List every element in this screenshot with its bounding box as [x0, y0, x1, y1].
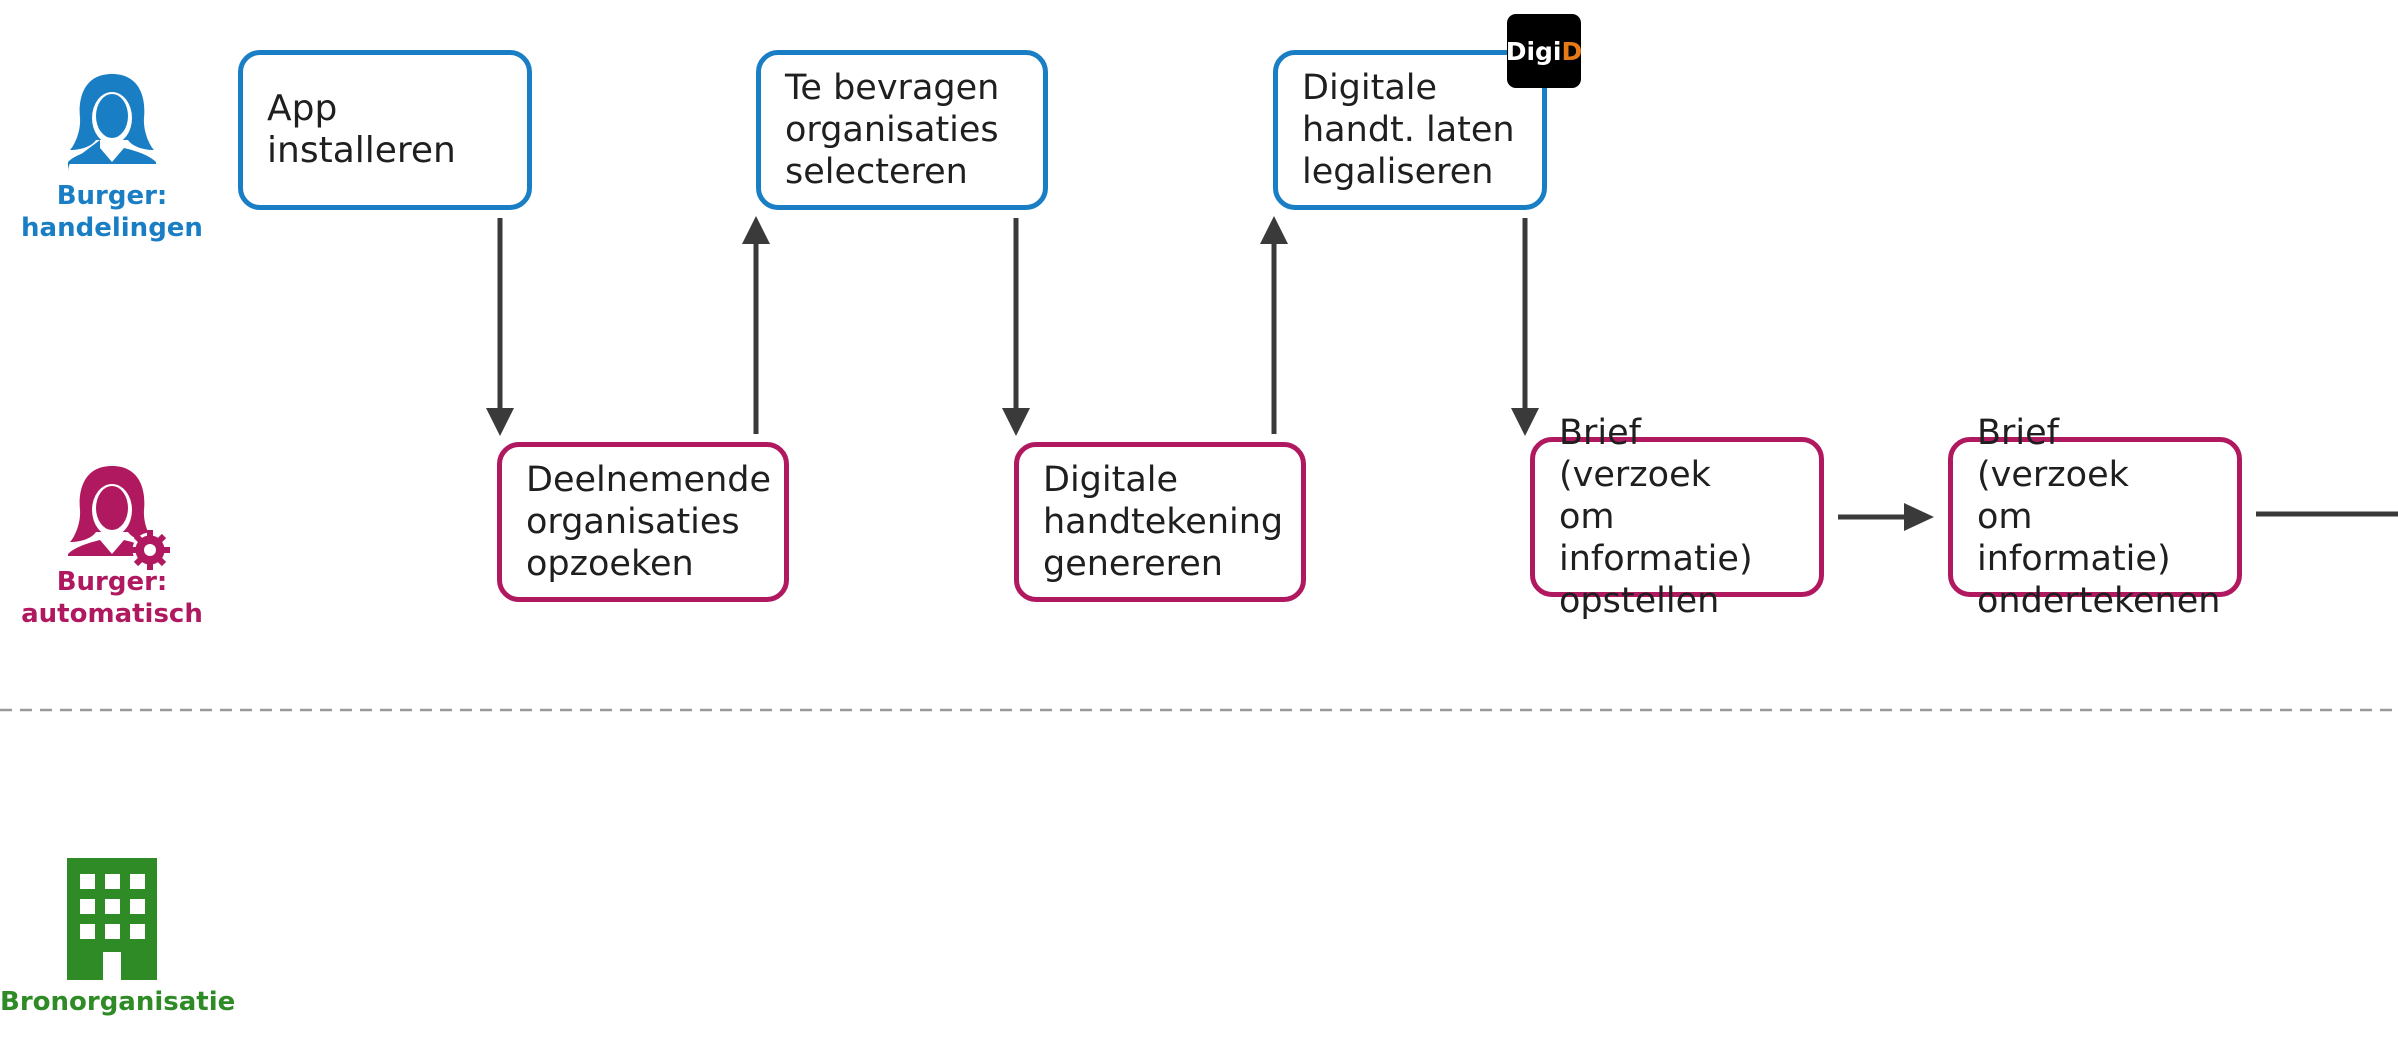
person-gear-icon: [68, 466, 170, 570]
step-organisaties-opzoeken: Deelnemende organisaties opzoeken: [497, 442, 789, 602]
step-bevragen-selecteren: Te bevragen organisaties selecteren: [756, 50, 1048, 210]
arrowhead-up: [742, 216, 770, 244]
arrowhead-down: [1002, 408, 1030, 436]
step-brief-ondertekenen: Brief (verzoek om informatie) onderteken…: [1948, 413, 2242, 621]
lane-label-burger-handelingen: Burger: handelingen: [21, 181, 203, 243]
step-app-installeren: App installeren: [238, 50, 532, 210]
digid-text-1: Digi: [1505, 36, 1562, 66]
arrowhead-up: [1260, 216, 1288, 244]
lane-label-burger-automatisch: Burger: automatisch: [21, 567, 203, 629]
step-handtekening-legaliseren: Digitale handt. laten legaliseren: [1273, 50, 1547, 210]
arrowhead-down: [1511, 408, 1539, 436]
digid-text-2: D: [1561, 36, 1583, 66]
arrowhead-down: [486, 408, 514, 436]
arrowhead-right: [1904, 503, 1934, 531]
step-handtekening-genereren: Digitale handtekening genereren: [1014, 442, 1306, 602]
building-icon: [67, 858, 157, 980]
step-brief-opstellen: Brief (verzoek om informatie) opstellen: [1530, 413, 1824, 621]
person-icon: [68, 74, 156, 172]
lane-label-bronorganisatie: Bronorganisatie: [0, 987, 236, 1017]
